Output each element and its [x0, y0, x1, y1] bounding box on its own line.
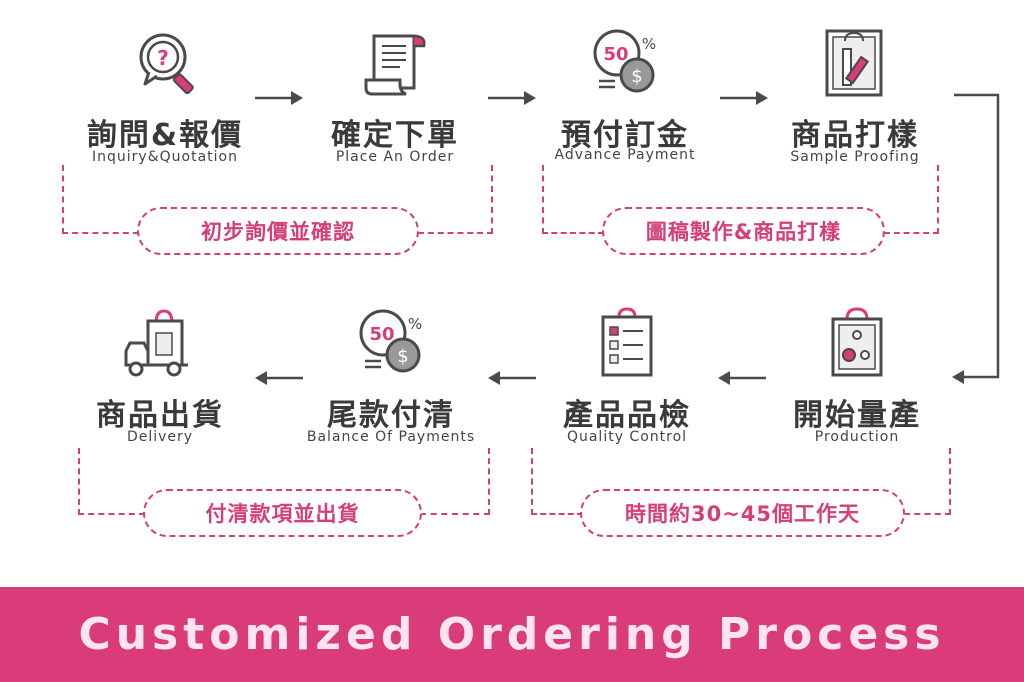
phase-pill: 時間約30~45個工作天 [580, 489, 905, 537]
step-sample-proofing: 商品打樣 Sample Proofing [745, 25, 965, 175]
magnifier-question-icon: ? [135, 30, 205, 104]
dashed-bracket [78, 448, 145, 515]
phase-pill: 初步詢價並確認 [137, 207, 419, 255]
arrow-right-icon [488, 90, 536, 110]
svg-text:%: % [408, 315, 422, 333]
step-title-en: Quality Control [566, 429, 688, 445]
step-title-zh: 詢問&報價 [86, 118, 244, 153]
step-delivery: 商品出貨 Delivery [50, 305, 270, 455]
step-title-zh: 開始量產 [793, 398, 921, 433]
step-production: 開始量產 Production [747, 305, 967, 455]
dashed-bracket [884, 165, 939, 234]
step-title-zh: 尾款付清 [327, 398, 455, 433]
svg-text:$: $ [631, 66, 642, 87]
svg-text:?: ? [157, 46, 169, 70]
arrow-right-icon [255, 90, 303, 110]
step-inquiry-quotation: ? 詢問&報價 Inquiry&Quotation [55, 25, 275, 175]
fifty-percent-coin-icon: 50 % $ [353, 307, 431, 383]
arrow-right-icon [720, 90, 768, 110]
step-title-zh: 確定下單 [331, 118, 459, 153]
step-title-en: Advance Payment [554, 147, 696, 163]
step-title-zh: 預付訂金 [561, 118, 689, 153]
step-title-en: Inquiry&Quotation [92, 149, 238, 165]
dashed-bracket [542, 165, 604, 234]
dashed-bracket [531, 448, 583, 515]
step-advance-payment: 50 % $ 預付訂金 Advance Payment [515, 25, 735, 175]
step-title-en: Sample Proofing [790, 149, 920, 165]
step-quality-control: 產品品檢 Quality Control [517, 305, 737, 455]
footer-banner: Customized Ordering Process [0, 587, 1024, 682]
step-title-en: Delivery [126, 429, 194, 445]
contract-scroll-icon [360, 30, 430, 104]
svg-text:50: 50 [603, 44, 628, 65]
step-place-order: 確定下單 Place An Order [285, 25, 505, 175]
dashed-bracket [904, 448, 951, 515]
dashed-bracket [62, 165, 139, 234]
delivery-truck-icon [122, 307, 204, 383]
step-title-zh: 商品出貨 [96, 398, 224, 433]
svg-text:50: 50 [369, 324, 394, 345]
phase-pill: 圖稿製作&商品打樣 [602, 207, 885, 255]
sample-design-bag-icon [823, 27, 887, 103]
footer-title: Customized Ordering Process [78, 609, 946, 660]
arrow-left-icon [255, 370, 303, 390]
phase-pill: 付清款項並出貨 [143, 489, 422, 537]
connector-right-down [952, 93, 1000, 384]
arrow-left-icon [488, 370, 536, 390]
arrow-left-icon [718, 370, 766, 390]
step-balance-payments: 50 % $ 尾款付清 Balance Of Payments [281, 305, 501, 455]
step-title-en: Production [814, 429, 900, 445]
fifty-percent-coin-icon: 50 % $ [587, 27, 665, 103]
dashed-bracket [418, 165, 493, 234]
step-title-en: Place An Order [335, 149, 455, 165]
svg-text:%: % [642, 35, 656, 53]
svg-text:$: $ [397, 346, 408, 367]
production-bag-icon [827, 307, 887, 383]
step-title-en: Balance Of Payments [306, 429, 476, 445]
step-title-zh: 商品打樣 [791, 118, 919, 153]
dashed-bracket [420, 448, 490, 515]
checklist-clipboard-icon [597, 307, 657, 383]
step-title-zh: 產品品檢 [563, 398, 691, 433]
